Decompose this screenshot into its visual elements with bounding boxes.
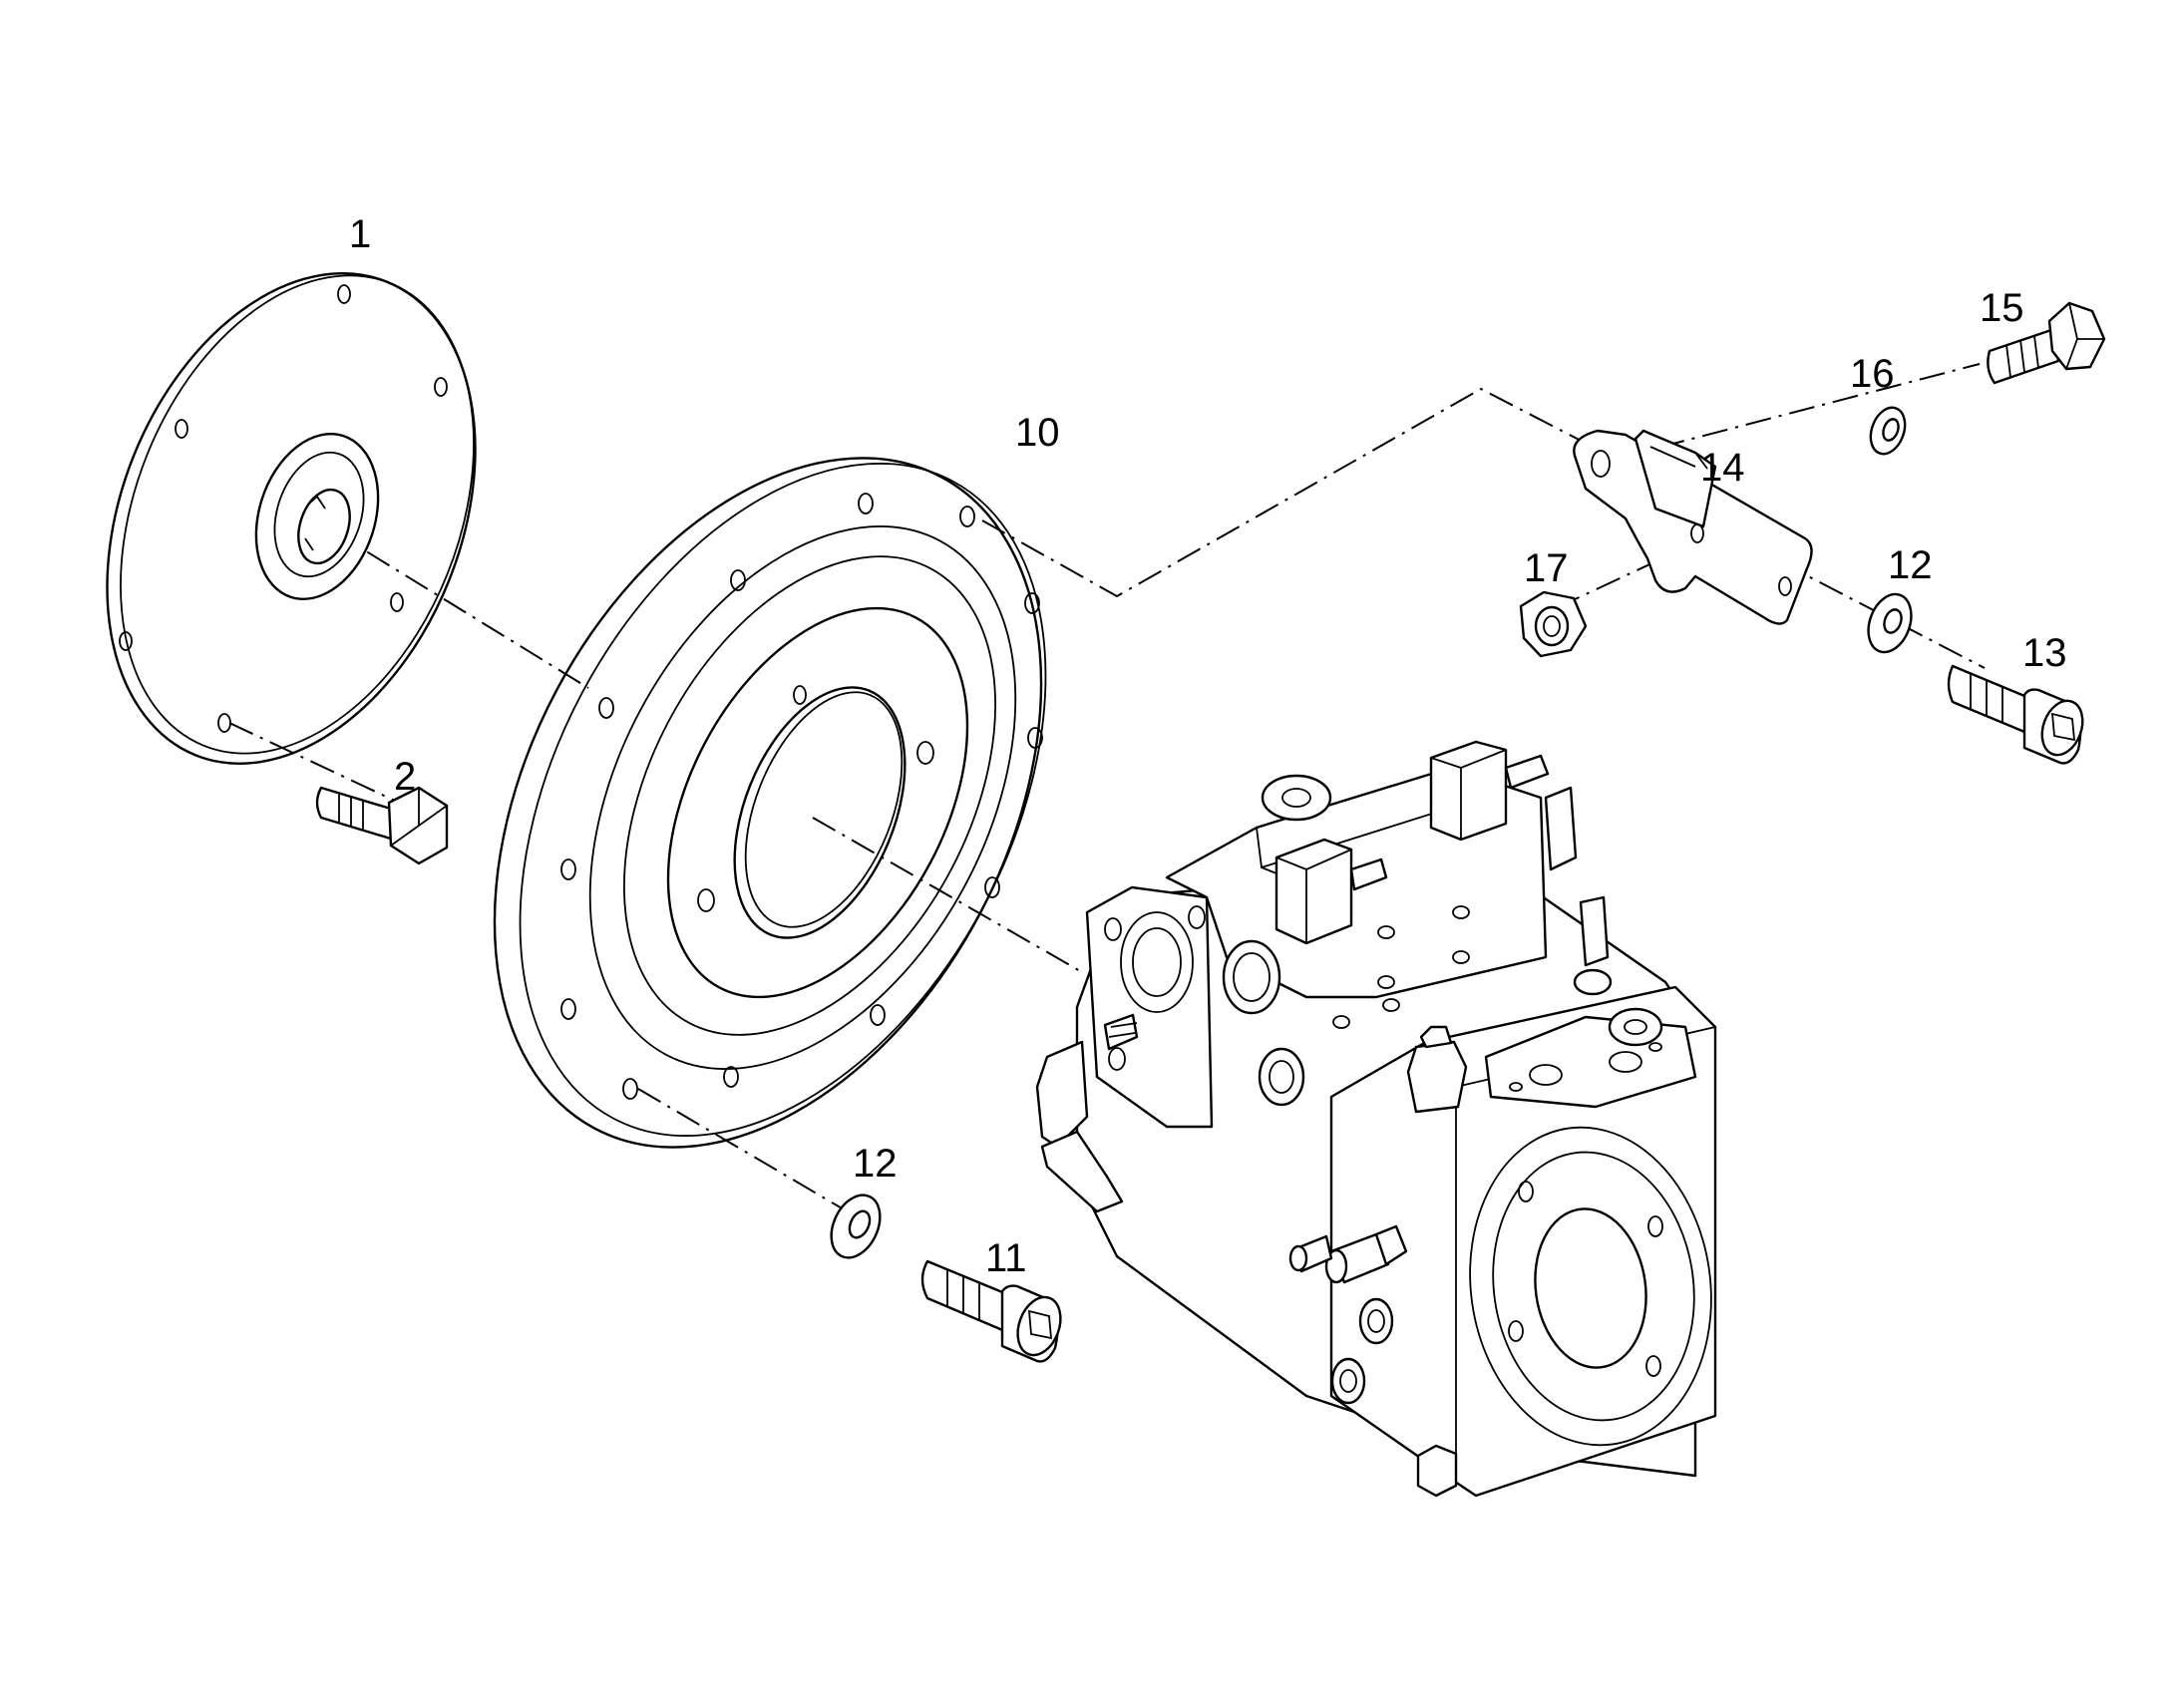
callout-2: 2	[394, 755, 416, 799]
socket-head-cap-screw-right	[1947, 664, 2084, 765]
washer-right	[1867, 592, 1913, 654]
callout-16: 16	[1850, 352, 1895, 396]
callout-11: 11	[985, 1236, 1027, 1280]
callout-labels: 1 2 10 11 12 12 13 14 15 16 17	[349, 212, 2067, 1280]
callout-15: 15	[1980, 286, 2024, 330]
washer-upper	[1869, 406, 1907, 456]
hex-bolt	[315, 786, 449, 865]
adapter-flange	[493, 457, 1047, 1149]
callout-10: 10	[1015, 411, 1060, 455]
hex-bolt-upper	[1987, 301, 2106, 385]
hex-nut	[1519, 590, 1588, 658]
hydraulic-pump	[1035, 740, 1717, 1498]
callout-12-right: 12	[1888, 543, 1933, 587]
callout-13: 13	[2022, 631, 2067, 675]
callout-1: 1	[349, 212, 371, 256]
mounting-bracket	[1573, 429, 1813, 625]
callout-14: 14	[1700, 446, 1745, 490]
callout-12-lower: 12	[853, 1142, 898, 1186]
flex-coupling-disc	[106, 272, 477, 765]
socket-head-cap-screw-lower	[920, 1259, 1062, 1363]
callout-17: 17	[1524, 546, 1569, 590]
washer-lower	[830, 1194, 882, 1259]
